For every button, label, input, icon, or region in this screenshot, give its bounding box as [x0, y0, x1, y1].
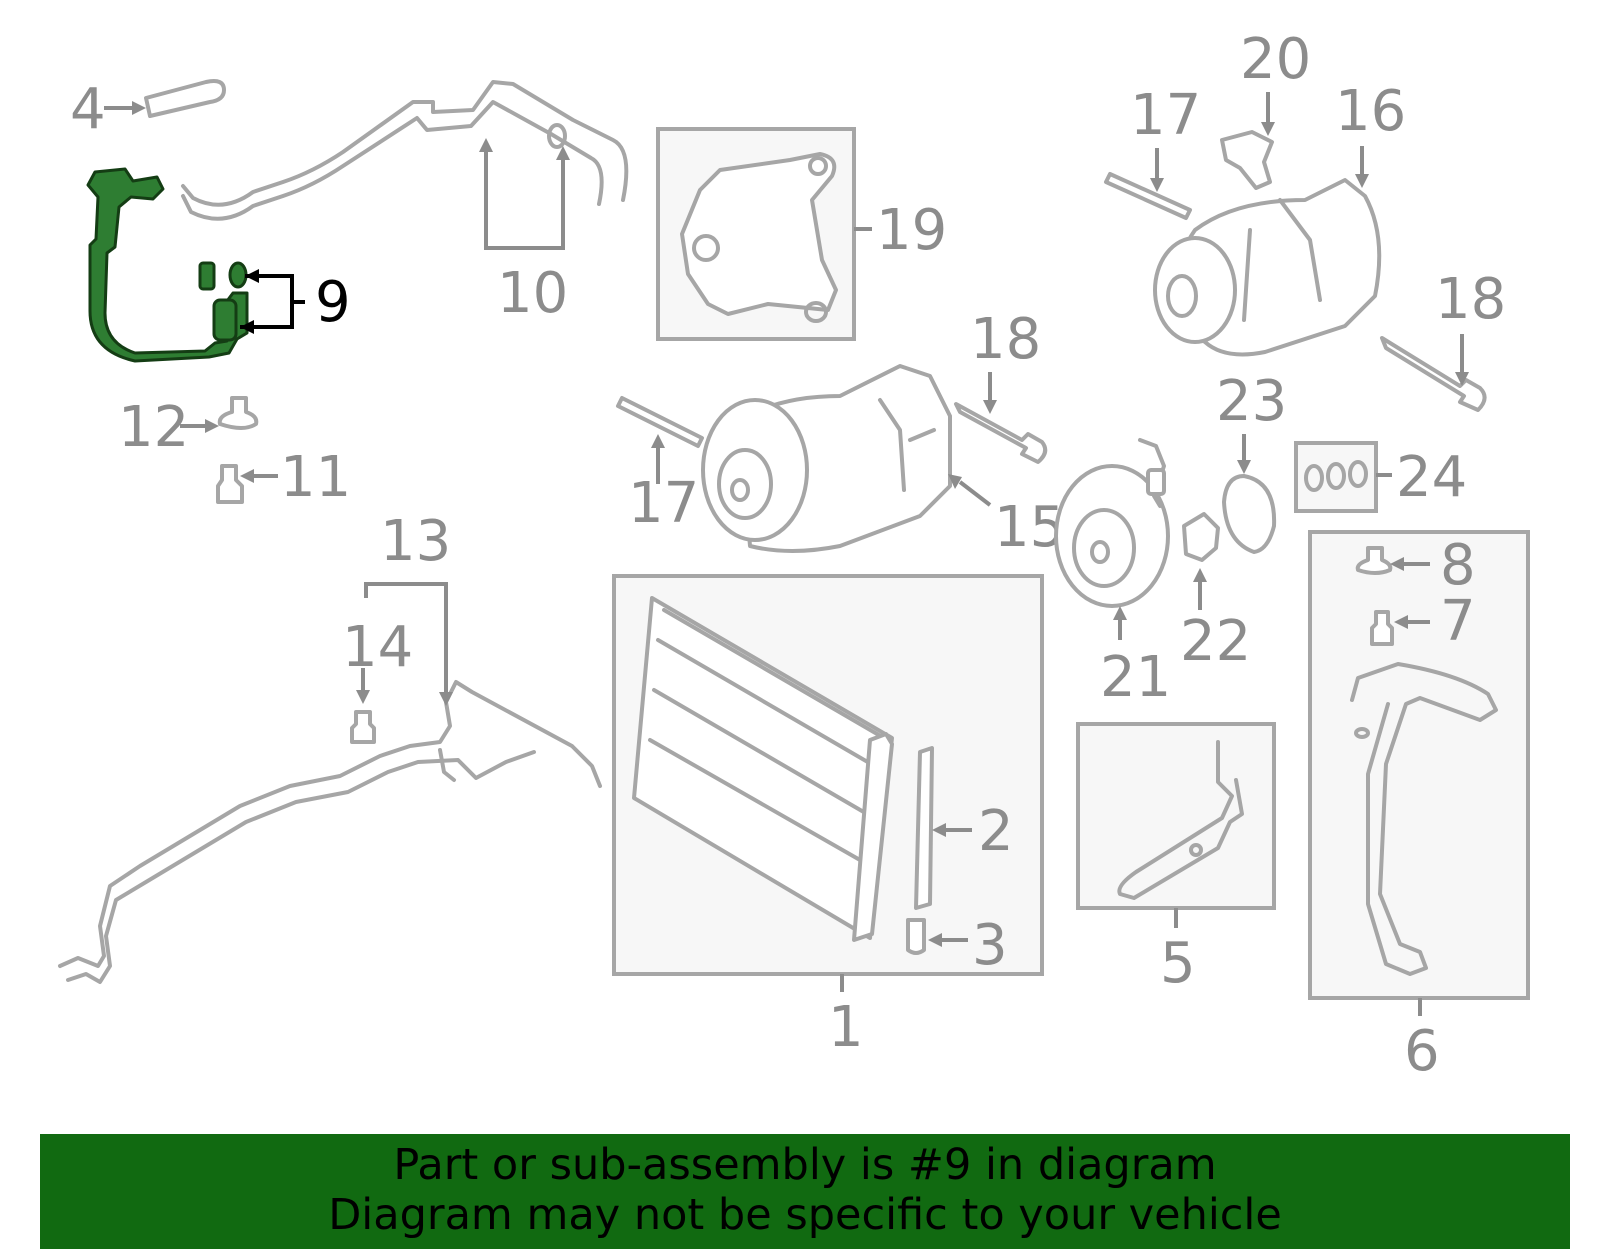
part-5-pipe — [1117, 740, 1244, 900]
svg-text:23: 23 — [1216, 369, 1287, 434]
callout-8: 8 — [1390, 533, 1476, 598]
part-18-bolt-upper — [1380, 336, 1487, 412]
box-24 — [1294, 441, 1378, 513]
callout-19: 19 — [854, 198, 947, 263]
svg-text:24: 24 — [1396, 445, 1467, 510]
part-17-stud-lower — [616, 396, 704, 448]
svg-text:21: 21 — [1100, 645, 1171, 710]
svg-text:20: 20 — [1240, 27, 1311, 92]
callout-2: 2 — [932, 799, 1014, 864]
part-20-bracket — [1220, 130, 1274, 190]
part-7-valve — [1370, 610, 1394, 646]
part-4-sensor — [144, 79, 226, 118]
part-22-shim — [1182, 512, 1220, 562]
callout-10: 10 — [479, 138, 570, 326]
svg-text:15: 15 — [994, 495, 1065, 560]
box-6 — [1308, 530, 1530, 1000]
svg-text:18: 18 — [1435, 267, 1506, 332]
svg-text:16: 16 — [1335, 79, 1406, 144]
callout-17-upper: 17 — [1130, 83, 1201, 192]
part-12-valve-cap — [217, 396, 259, 430]
callout-24: 24 — [1376, 445, 1467, 510]
info-banner: Part or sub-assembly is #9 in diagram Di… — [40, 1134, 1570, 1249]
svg-text:7: 7 — [1440, 589, 1476, 654]
box-5 — [1076, 722, 1276, 910]
part-10-liquid-line — [181, 80, 629, 221]
callout-7: 7 — [1394, 589, 1476, 654]
callout-15: 15 — [948, 474, 1065, 560]
callout-21: 21 — [1100, 606, 1171, 710]
svg-text:2: 2 — [978, 799, 1014, 864]
callout-11: 11 — [240, 445, 351, 510]
callout-12: 12 — [118, 395, 219, 460]
svg-text:14: 14 — [342, 615, 413, 680]
callout-5: 5 — [1160, 908, 1196, 996]
svg-text:8: 8 — [1440, 533, 1476, 598]
callout-18-upper: 18 — [1435, 267, 1506, 386]
callout-22: 22 — [1180, 568, 1251, 674]
part-17-stud-upper — [1104, 172, 1192, 220]
svg-text:13: 13 — [380, 509, 451, 574]
svg-text:17: 17 — [628, 471, 699, 536]
svg-text:3: 3 — [972, 913, 1008, 978]
part-9-hose-assembly[interactable] — [86, 167, 249, 363]
svg-text:6: 6 — [1404, 1019, 1440, 1084]
part-13-discharge-line — [58, 680, 602, 984]
part-24-oring-kit — [1304, 460, 1368, 492]
banner-line-2: Diagram may not be specific to your vehi… — [328, 1190, 1282, 1240]
part-2-filter — [914, 746, 934, 910]
svg-text:5: 5 — [1160, 931, 1196, 996]
part-18-bolt-lower — [954, 402, 1048, 464]
svg-text:4: 4 — [70, 77, 106, 142]
part-1-condenser — [632, 596, 894, 942]
part-11-valve-core — [216, 464, 244, 504]
callout-3: 3 — [928, 913, 1008, 978]
callout-9: 9 — [240, 269, 351, 335]
part-14-pressure-switch — [350, 710, 376, 744]
svg-text:18: 18 — [970, 307, 1041, 372]
callout-20: 20 — [1240, 27, 1311, 136]
part-19-bracket — [680, 152, 838, 323]
callout-6: 6 — [1404, 998, 1440, 1084]
part-8-cap — [1355, 546, 1393, 575]
part-6-suction-line — [1350, 662, 1498, 976]
banner-line-1: Part or sub-assembly is #9 in diagram — [393, 1140, 1217, 1190]
svg-text:17: 17 — [1130, 83, 1201, 148]
svg-text:22: 22 — [1180, 609, 1251, 674]
callout-18-lower: 18 — [970, 307, 1041, 414]
svg-text:19: 19 — [876, 198, 947, 263]
part-23-snap-ring — [1222, 474, 1277, 554]
part-15-compressor — [701, 364, 952, 553]
part-21-clutch — [1054, 438, 1170, 608]
callout-14: 14 — [342, 615, 413, 704]
part-3-plug — [906, 918, 926, 955]
part-16-compressor — [1153, 178, 1382, 357]
callout-23: 23 — [1216, 369, 1287, 474]
callout-16: 16 — [1335, 79, 1406, 188]
callout-1: 1 — [828, 974, 864, 1060]
svg-text:1: 1 — [828, 995, 864, 1060]
svg-text:9: 9 — [315, 270, 351, 335]
callout-17-lower: 17 — [628, 434, 699, 536]
svg-text:11: 11 — [280, 445, 351, 510]
svg-text:12: 12 — [118, 395, 189, 460]
callout-4: 4 — [70, 77, 146, 142]
svg-text:10: 10 — [497, 261, 568, 326]
callout-13: 13 — [364, 509, 453, 706]
